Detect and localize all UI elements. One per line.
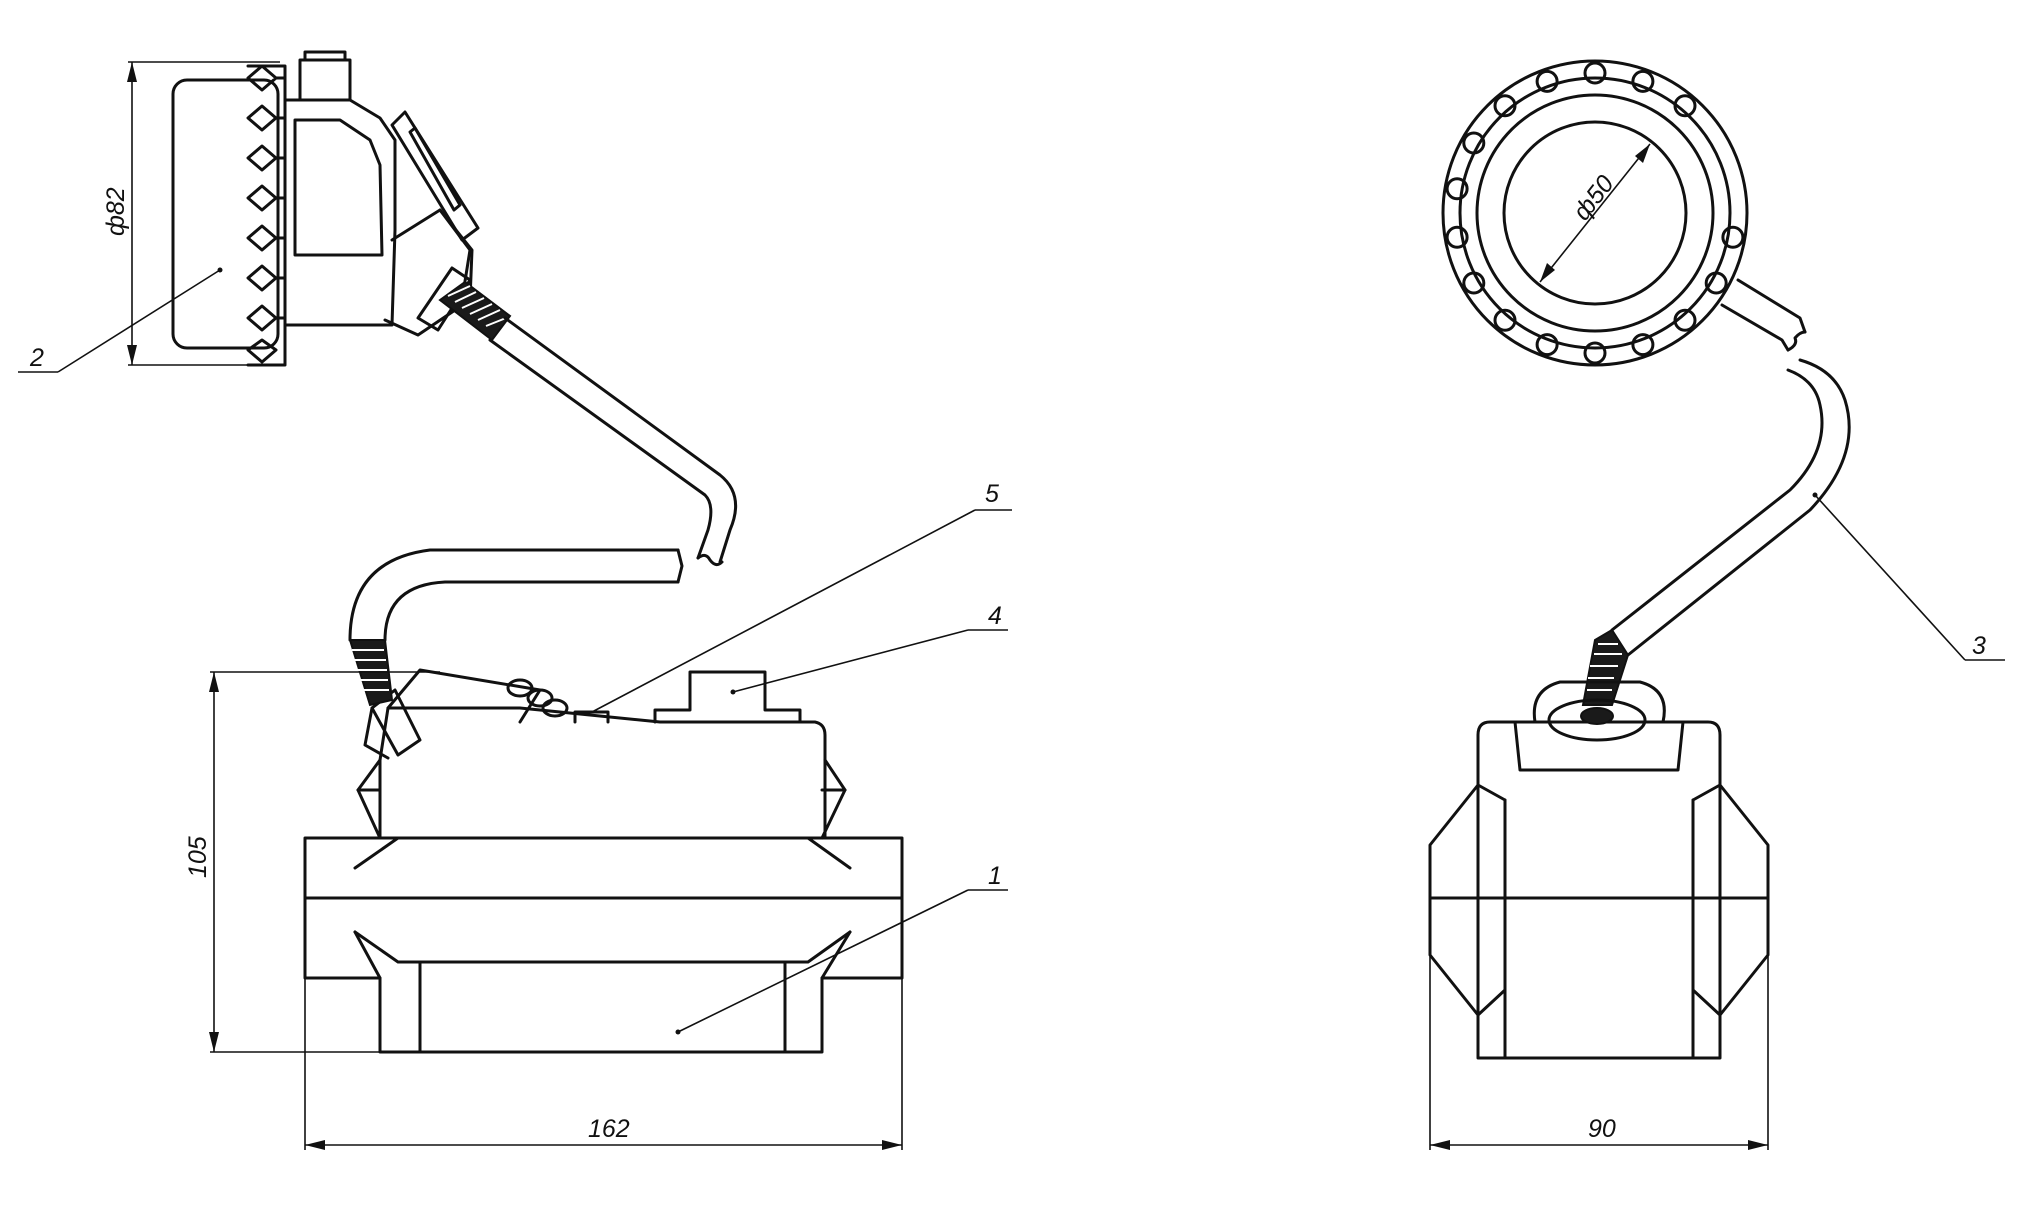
dim-body-width-label: 90: [1588, 1115, 1616, 1143]
body-side-view: [1428, 680, 1770, 1060]
bezel-tooth: [1445, 225, 1469, 249]
bezel-tooth: [1704, 271, 1728, 295]
bezel-tooth: [1631, 69, 1655, 93]
dim-body-length-label: 162: [588, 1115, 630, 1143]
callout-2: 2: [18, 267, 223, 373]
bezel-tooth: [1462, 131, 1486, 155]
cable-front-view: [1581, 278, 1851, 706]
callout-5: 5: [591, 480, 1012, 713]
bezel-teeth: [1445, 61, 1745, 365]
bezel-tooth: [1673, 94, 1697, 118]
callout-3-label: 3: [1972, 632, 1986, 660]
bezel-tooth: [1535, 333, 1559, 357]
callout-4-label: 4: [988, 602, 1002, 630]
dimension-body-length: 162: [304, 978, 903, 1150]
bezel-tooth: [1462, 271, 1486, 295]
callout-2-label: 2: [29, 344, 44, 372]
callout-3: 3: [1812, 492, 2005, 661]
bezel-tooth: [1535, 69, 1559, 93]
dim-dial-diameter-label: ф50: [1568, 170, 1620, 226]
dimension-head-diameter: ф82: [102, 61, 280, 366]
callout-5-label: 5: [985, 480, 999, 508]
dimension-body-width: 90: [1429, 955, 1769, 1150]
dim-body-height-label: 105: [184, 836, 212, 878]
callout-4: 4: [730, 602, 1008, 695]
bezel-tooth: [1493, 308, 1517, 332]
bezel-tooth: [1583, 61, 1607, 85]
bezel-tooth: [1493, 94, 1517, 118]
bezel-tooth: [1721, 225, 1745, 249]
remote-head-front-view: ф50: [1441, 59, 1749, 367]
bezel-tooth: [1445, 177, 1469, 201]
dimension-body-height: 105: [184, 671, 440, 1053]
bezel-tooth: [1631, 333, 1655, 357]
bezel-tooth: [1583, 341, 1607, 365]
callout-1-label: 1: [988, 862, 1002, 890]
remote-head-side-view: [171, 50, 738, 567]
bezel-tooth: [1673, 308, 1697, 332]
body-front-view: [303, 548, 904, 1054]
dim-head-diameter-label: ф82: [102, 187, 130, 236]
callout-1: 1: [675, 862, 1008, 1035]
